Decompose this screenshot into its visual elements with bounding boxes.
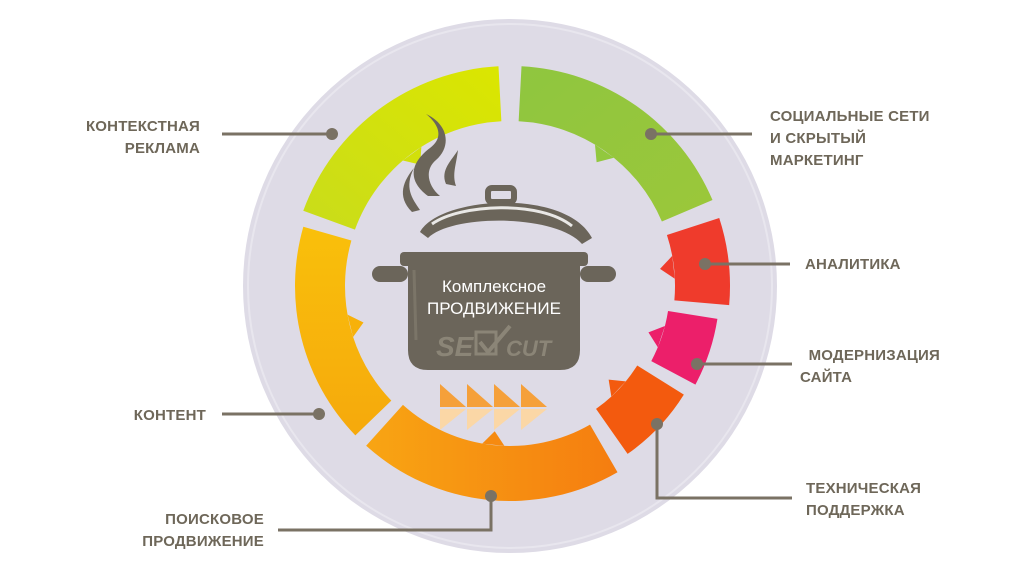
pot-title-line2: ПРОДВИЖЕНИЕ <box>427 299 561 318</box>
ring-segment-social <box>518 66 713 222</box>
label-modernization: МОДЕРНИЗАЦИЯ САЙТА <box>800 345 940 389</box>
flame-arrows-icon <box>440 384 547 430</box>
connector-dot-social <box>645 128 657 140</box>
label-social-line3: МАРКЕТИНГ <box>770 152 864 169</box>
connector-dot-content <box>313 408 325 420</box>
ring-notch-seo <box>482 431 505 446</box>
ring-notch-context-ads <box>402 146 422 165</box>
label-support-line2: ПОДДЕРЖКА <box>806 502 905 519</box>
steam-icon <box>402 114 458 212</box>
label-content-line1: КОНТЕНТ <box>133 407 206 424</box>
flame-arrow <box>467 384 493 407</box>
ring-segment-seo <box>366 404 618 501</box>
label-support-line1: ТЕХНИЧЕСКАЯ <box>806 480 922 497</box>
ring-segment-context-ads <box>303 66 502 230</box>
svg-text:CUT: CUT <box>506 336 553 361</box>
svg-text:SE: SE <box>436 331 475 362</box>
label-context-ads-line2: РЕКЛАМА <box>124 140 200 157</box>
label-context-ads: КОНТЕКСТНАЯ РЕКЛАМА <box>60 116 200 160</box>
flame-arrow-reflection <box>440 409 466 430</box>
flame-arrow <box>440 384 466 407</box>
ring-segment-analytics <box>666 218 730 306</box>
connector-dot-seo <box>485 490 497 502</box>
ring-notch-analytics <box>660 255 675 279</box>
ring-segment-content <box>295 226 392 436</box>
ring-notch-social <box>594 144 614 163</box>
ring-segment-support <box>596 365 684 454</box>
pot-lid-icon <box>420 185 592 244</box>
cooking-pot-icon <box>372 252 616 370</box>
pot-title-line1: Комплексное <box>442 277 546 296</box>
ring-notch-support <box>608 379 626 397</box>
label-seo-line2: ПРОДВИЖЕНИЕ <box>142 533 264 550</box>
connector-line-support <box>655 424 792 500</box>
label-context-ads-line1: КОНТЕКСТНАЯ <box>85 118 200 135</box>
connector-line-seo <box>278 496 493 532</box>
connector-dot-modernization <box>691 358 703 370</box>
flame-arrow <box>521 384 547 407</box>
label-social-line2: И СКРЫТЫЙ <box>770 130 867 147</box>
ring-notch-modernization <box>648 326 665 348</box>
flame-arrow-reflection <box>467 409 493 430</box>
outer-disc-inner-ring <box>247 23 773 549</box>
connector-dot-analytics <box>699 258 711 270</box>
label-content: КОНТЕНТ <box>100 405 206 427</box>
label-social-line1: СОЦИАЛЬНЫЕ СЕТИ <box>770 108 930 125</box>
label-analytics: АНАЛИТИКА <box>805 254 965 276</box>
connector-dot-support <box>651 418 663 430</box>
label-social: СОЦИАЛЬНЫЕ СЕТИ И СКРЫТЫЙ МАРКЕТИНГ <box>770 106 970 172</box>
label-analytics-line1: АНАЛИТИКА <box>805 256 901 273</box>
seocut-logo: SE CUT <box>436 324 553 362</box>
label-seo-line1: ПОИСКОВОЕ <box>165 511 264 528</box>
label-support: ТЕХНИЧЕСКАЯ ПОДДЕРЖКА <box>806 478 966 522</box>
flame-arrow-reflection <box>494 409 520 430</box>
connector-dot-context-ads <box>326 128 338 140</box>
label-seo: ПОИСКОВОЕ ПРОДВИЖЕНИЕ <box>130 509 264 553</box>
flame-arrow <box>494 384 520 407</box>
label-modernization-line1: МОДЕРНИЗАЦИЯ <box>808 347 940 364</box>
ring-notch-content <box>347 314 364 337</box>
flame-arrow-reflection <box>521 409 547 430</box>
label-modernization-line2: САЙТА <box>800 369 853 386</box>
